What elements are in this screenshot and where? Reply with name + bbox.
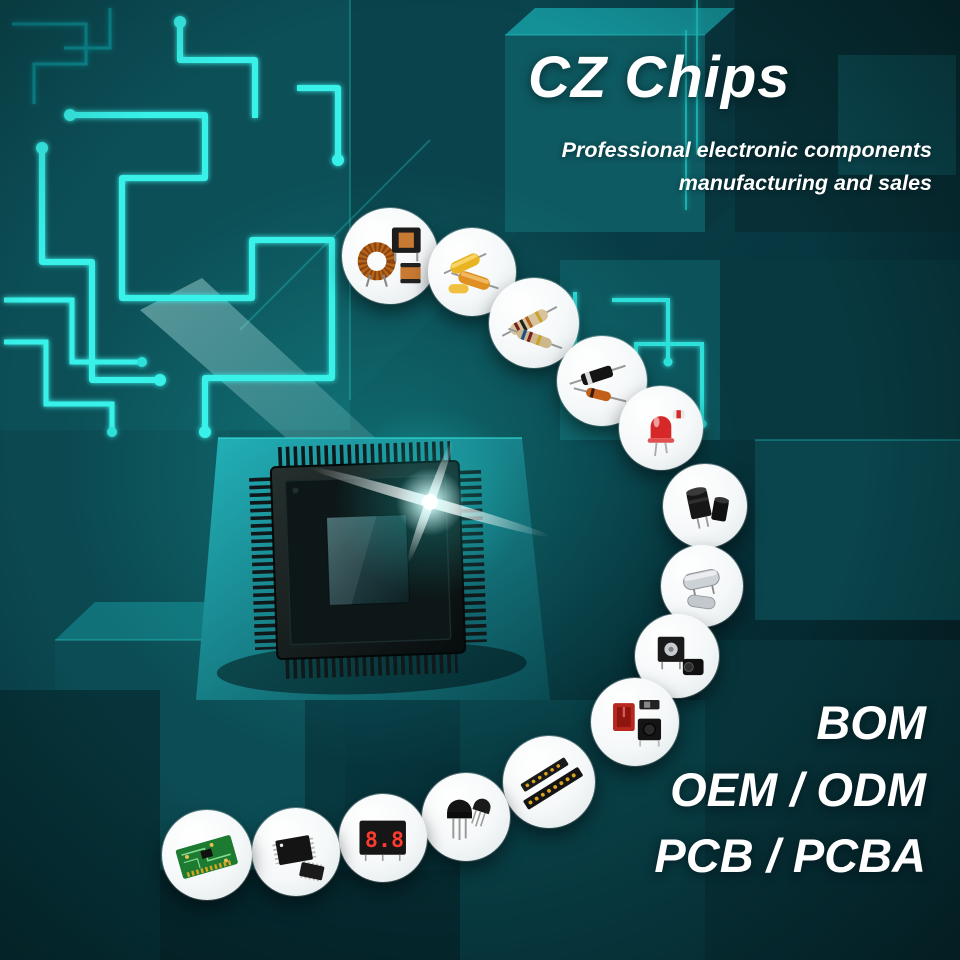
- subtitle-line-1: Professional electronic components: [561, 138, 932, 162]
- component-bubble-transistors: [422, 773, 510, 861]
- component-bubble-crystal-oscillators: [661, 545, 743, 627]
- smd-ic-icon: [272, 835, 325, 882]
- service-bom: BOM: [816, 695, 926, 749]
- capacitor-icon: [443, 253, 500, 294]
- electrolytic-capacitor-icon: [686, 487, 730, 529]
- component-bubble-connectors: [635, 614, 719, 698]
- pcb-board-icon: [176, 835, 239, 880]
- subtitle-line-2: manufacturing and sales: [678, 171, 932, 196]
- diode-icon: [569, 365, 627, 403]
- component-bubble-pcb: [162, 810, 252, 900]
- service-oem-odm: OEM / ODM: [670, 762, 926, 816]
- inductor-transformer-icon: [357, 227, 421, 287]
- component-bubble-electrolytic-capacitors: [663, 464, 747, 548]
- resistor-icon: [502, 306, 563, 350]
- component-bubble-pin-headers: [503, 736, 595, 828]
- service-pcb-pcba: PCB / PCBA: [654, 829, 926, 883]
- component-bubble-resistors: [489, 278, 579, 368]
- page-title: CZ Chips: [528, 45, 791, 110]
- switch-icon: [613, 700, 662, 747]
- seven-segment-display-icon: 8.8: [359, 820, 407, 862]
- crystal-oscillator-icon: [682, 568, 720, 610]
- component-bubble-switches: [591, 678, 679, 766]
- brand-subtitle: Professional electronic components manuf…: [562, 134, 932, 201]
- component-bubble-smd-ics: [252, 808, 340, 896]
- svg-text:8.8: 8.8: [365, 828, 404, 853]
- component-bubble-leds: [619, 386, 703, 470]
- component-bubble-inductors: [342, 208, 438, 304]
- transistor-icon: [447, 798, 491, 841]
- component-bubble-seven-segment-displays: 8.8: [339, 794, 427, 882]
- encoder-connector-icon: [657, 636, 704, 676]
- services-list: BOM OEM / ODM PCB / PCBA: [654, 690, 926, 890]
- pin-header-icon: [520, 757, 583, 809]
- led-icon: [647, 410, 685, 457]
